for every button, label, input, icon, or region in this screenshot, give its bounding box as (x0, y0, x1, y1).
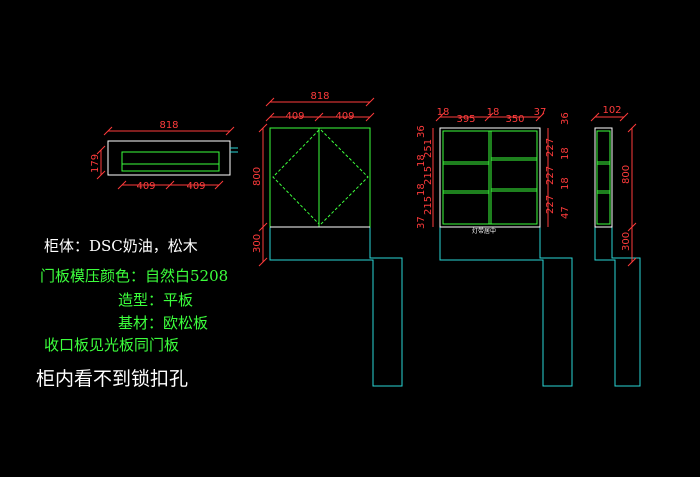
note-edge-panel: 收口板见光板同门板 (44, 336, 180, 354)
dim-row1-r: 227 (545, 138, 556, 157)
dim-front-split-right: 409 (335, 111, 354, 122)
front-view: 818 409 409 800 300 (252, 91, 403, 387)
dim-inner-top-side: 36 (416, 125, 427, 138)
dim-row3-l: 215 (423, 196, 434, 215)
dim-front-split-left: 409 (285, 111, 304, 122)
dim-row3-r: 227 (545, 195, 556, 214)
dim-row-gap2-r: 18 (560, 177, 571, 190)
dim-inner-right-w: 350 (505, 114, 524, 125)
dim-inner-right-top: 36 (560, 112, 571, 125)
dim-top-split-right: 409 (186, 181, 205, 192)
front-wall-outline (269, 127, 403, 387)
dim-bottom-r: 47 (560, 206, 571, 219)
note-cabinet-body: 柜体：DSC奶油，松木 (44, 237, 198, 255)
side-carcass (594, 127, 613, 228)
dim-row2-r: 227 (545, 166, 556, 185)
note-style: 造型：平板 (118, 291, 194, 309)
note-lock-holes: 柜内看不到锁扣孔 (36, 368, 189, 390)
dim-row1-l: 251 (423, 139, 434, 158)
dim-top-split-left: 409 (136, 181, 155, 192)
dim-inner-mid: 18 (487, 107, 500, 118)
dim-top-depth: 179 (90, 154, 101, 173)
note-substrate: 基材：欧松板 (118, 314, 209, 332)
dim-row-gap1-r: 18 (560, 147, 571, 160)
top-view: 818 179 409 409 (90, 120, 238, 192)
front-cabinet (269, 127, 371, 228)
dim-inner-left-w: 395 (456, 114, 475, 125)
dim-bottom-l: 37 (416, 216, 427, 229)
dim-front-height: 800 (252, 167, 263, 186)
dim-side-height: 800 (621, 165, 632, 184)
dim-side-base: 300 (621, 232, 632, 251)
dim-front-width: 818 (310, 91, 329, 102)
dim-top-width: 818 (159, 120, 178, 131)
dim-front-base: 300 (252, 234, 263, 253)
side-wall-outline (594, 127, 641, 387)
dim-side-depth: 102 (602, 105, 621, 116)
top-view-inner (121, 151, 220, 172)
dim-inner-l: 18 (437, 107, 450, 118)
note-door-color: 门板模压颜色：自然白5208 (40, 267, 229, 285)
dim-row2-l: 215 (423, 166, 434, 185)
top-view-outline (107, 140, 231, 176)
side-view: 102 800 300 (590, 105, 641, 387)
dim-row-gap1-l: 18 (416, 154, 427, 167)
light-strip-label: 灯带居中 (472, 227, 496, 235)
dim-inner-r: 37 (534, 107, 547, 118)
dim-row-gap2-l: 18 (416, 183, 427, 196)
interior-carcass (439, 127, 541, 228)
interior-view: 灯带居中 18 395 18 350 37 36 251 18 215 18 2… (416, 107, 573, 387)
